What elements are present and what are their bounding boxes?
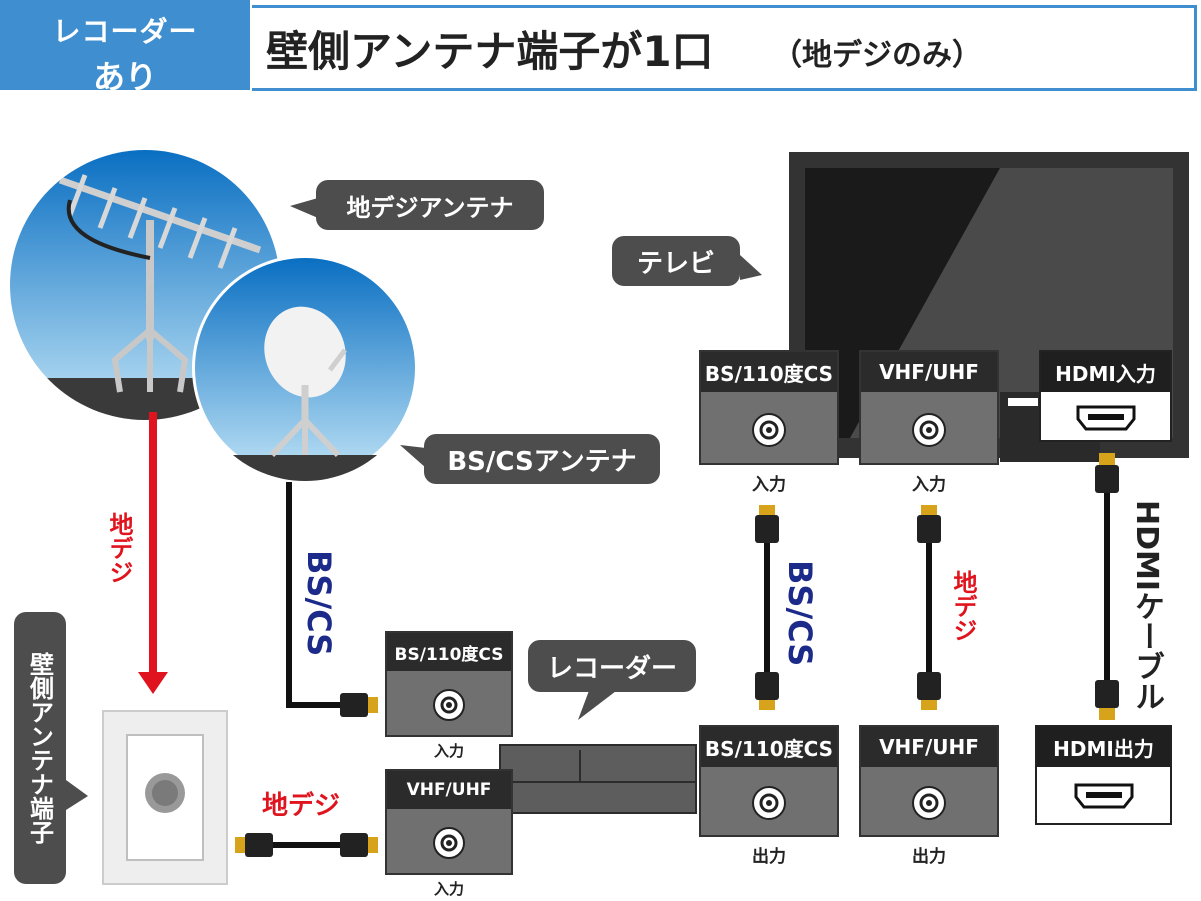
wall-cable <box>235 833 378 857</box>
hdmi-cable-label: HDMIケーブル <box>1129 500 1164 712</box>
chideji-antenna-label: 地デジ <box>105 512 133 584</box>
bs-antenna-icon <box>192 255 418 481</box>
hdmi-jack-icon <box>1074 783 1134 809</box>
page-title-box: 壁側アンテナ端子が1口 （地デジのみ） <box>252 5 1197 91</box>
recorder-icon <box>499 744 697 814</box>
page-title: 壁側アンテナ端子が1口 <box>266 27 714 76</box>
uhf-antenna-callout: 地デジアンテナ <box>316 180 544 230</box>
hdmi-jack-icon <box>1076 405 1136 431</box>
chideji-link-cable <box>917 505 941 710</box>
bscs-link-label: BS/CS <box>781 560 819 667</box>
coax-jack-icon <box>752 413 786 447</box>
wall-outlet-icon <box>102 710 228 885</box>
page-subtitle: （地デジのみ） <box>772 38 982 73</box>
port-label: VHF/UHF <box>387 771 511 809</box>
coax-jack-icon <box>912 413 946 447</box>
chideji-arrow <box>138 412 168 694</box>
hdmi-link-cable <box>1095 453 1119 720</box>
recorder-bs-input-caption: 入力 <box>433 742 464 760</box>
recorder-hdmi-output-port: HDMI出力 <box>1035 725 1172 825</box>
recorder-vhf-output-port: VHF/UHF <box>859 725 999 837</box>
recorder-present-tag: レコーダー あり <box>0 0 250 96</box>
bs-antenna-callout: BS/CSアンテナ <box>424 434 660 484</box>
recorder-vhf-input-caption: 入力 <box>433 880 464 898</box>
chideji-wall-label: 地デジ <box>262 791 341 821</box>
bscs-antenna-label: BS/CS <box>300 550 338 657</box>
chideji-link-label: 地デジ <box>949 570 977 642</box>
recorder-bs-output-port: BS/110度CS <box>699 725 839 837</box>
tv-vhf-input-caption: 入力 <box>912 475 946 495</box>
wall-outlet-callout: 壁側アンテナ端子 <box>14 612 66 884</box>
recorder-bs-input-port: BS/110度CS <box>385 631 513 737</box>
bscs-link-cable <box>755 505 779 710</box>
tv-hdmi-input-port: HDMI入力 <box>1039 350 1172 442</box>
tv-vhf-input-port: VHF/UHF <box>859 350 999 465</box>
tag-line-1: レコーダー <box>52 15 198 48</box>
port-label: VHF/UHF <box>861 352 997 392</box>
recorder-vhf-output-caption: 出力 <box>912 847 946 867</box>
port-label: BS/110度CS <box>387 633 511 671</box>
recorder-callout: レコーダー <box>528 640 696 692</box>
bscs-antenna-cable <box>286 482 378 717</box>
tv-callout: テレビ <box>612 236 740 286</box>
tag-line-2: あり <box>92 58 157 96</box>
coax-jack-icon <box>433 689 465 721</box>
recorder-vhf-input-port: VHF/UHF <box>385 769 513 875</box>
coax-jack-icon <box>433 827 465 859</box>
coax-jack-icon <box>752 786 786 820</box>
port-label: BS/110度CS <box>701 352 837 392</box>
tv-bs-input-caption: 入力 <box>752 475 786 495</box>
port-label: HDMI出力 <box>1037 727 1170 767</box>
tv-bs-input-port: BS/110度CS <box>699 350 839 465</box>
port-label: VHF/UHF <box>861 727 997 767</box>
port-label: BS/110度CS <box>701 727 837 767</box>
coax-jack-icon <box>912 786 946 820</box>
port-label: HDMI入力 <box>1041 352 1170 392</box>
recorder-bs-output-caption: 出力 <box>752 847 786 867</box>
